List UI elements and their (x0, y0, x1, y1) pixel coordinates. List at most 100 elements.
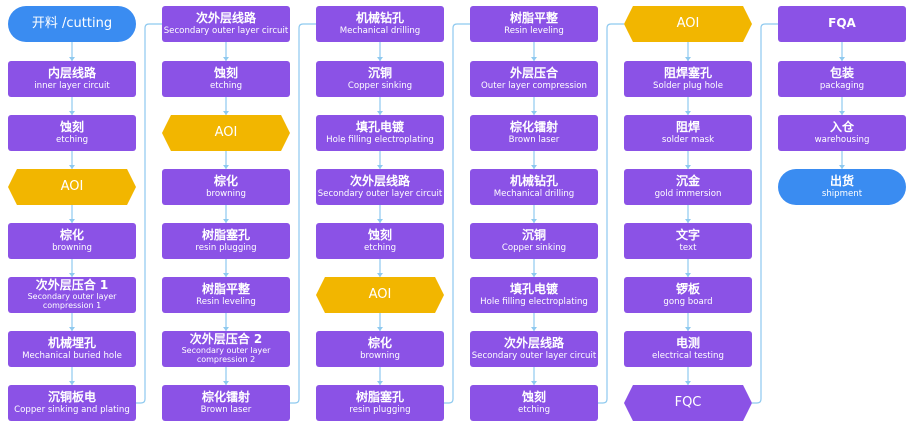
flow-arrow (377, 327, 383, 331)
step-label-zh: 机械埋孔 (47, 335, 96, 350)
flow-arrow (69, 219, 75, 223)
step-label-zh: AOI (214, 124, 238, 140)
flow-arrow (69, 165, 75, 169)
step-label-en: browning (206, 188, 246, 199)
step-label-en: browning (52, 242, 92, 253)
step-label-en: Resin leveling (196, 296, 256, 307)
step-label-en: Hole filling electroplating (326, 134, 434, 145)
step-label-en: packaging (819, 80, 865, 91)
step-label-zh: 棕化 (367, 335, 392, 350)
step-label-zh: 文字 (675, 227, 700, 242)
step-label-en: solder mask (661, 134, 715, 145)
process-step-aoi: AOI (624, 6, 752, 42)
step-label-zh: 机械钻孔 (509, 173, 558, 188)
step-label-en: Hole filling electroplating (480, 296, 588, 307)
step-label-en: warehousing (814, 134, 870, 145)
step-label-en: Mechanical drilling (493, 188, 575, 199)
flow-arrow (377, 165, 383, 169)
flow-arrow (839, 111, 845, 115)
process-step-aoi: AOI (8, 169, 136, 205)
flow-arrow (377, 219, 383, 223)
step-label-en: browning (360, 350, 400, 361)
process-step-cutting: 开料 /cutting (8, 6, 136, 42)
step-label-en: Copper sinking (347, 80, 413, 91)
step-label-zh: 蚀刻 (367, 227, 392, 242)
step-label-zh: 树脂平整 (201, 281, 250, 296)
step-label-en: Copper sinking and plating (14, 404, 130, 415)
column-connector (290, 23, 316, 404)
flow-arrow (223, 165, 229, 169)
step-label-en: Copper sinking (501, 242, 567, 253)
column-connector (444, 23, 470, 404)
step-label-zh: 树脂塞孔 (201, 227, 250, 242)
step-label-zh: 沉铜 (367, 65, 392, 80)
step-label-en: Secondary outer layer compression 1 (27, 292, 117, 311)
process-step-aoi: AOI (162, 115, 290, 151)
step-label-zh: FQA (828, 16, 856, 31)
flow-arrow (223, 327, 229, 331)
step-label-en: inner layer circuit (34, 80, 110, 91)
step-label-zh: 锣板 (675, 281, 700, 296)
step-label-zh: 出货 (829, 173, 854, 188)
step-label-zh: 棕化 (59, 227, 84, 242)
step-label-zh: 蚀刻 (521, 389, 546, 404)
step-label-en: Secondary outer layer circuit (317, 188, 443, 199)
flow-arrow (223, 219, 229, 223)
step-label-en: Mechanical buried hole (22, 350, 122, 361)
step-label-en: Outer layer compression (481, 80, 587, 91)
flow-arrow (685, 273, 691, 277)
step-label-en: Resin leveling (504, 25, 564, 36)
step-label-zh: 内层线路 (47, 65, 96, 80)
flow-arrow (531, 165, 537, 169)
step-label-zh: 树脂平整 (509, 10, 558, 25)
flow-arrow (685, 327, 691, 331)
step-label-en: resin plugging (195, 242, 257, 253)
step-label-en: Mechanical drilling (339, 25, 421, 36)
step-label-zh: 沉金 (675, 173, 700, 188)
step-label-zh: 棕化镭射 (201, 389, 250, 404)
flow-arrow (377, 111, 383, 115)
step-label-zh: 次外层线路 (503, 335, 564, 350)
flow-arrow (223, 381, 229, 385)
step-label-en: etching (209, 80, 243, 91)
step-label-zh: 树脂塞孔 (355, 389, 404, 404)
flow-arrow (839, 57, 845, 61)
flow-arrow (377, 273, 383, 277)
step-label-en: Brown laser (508, 134, 560, 145)
flow-arrow (531, 327, 537, 331)
step-label-zh: FQC (674, 394, 702, 410)
step-label-zh: 次外层压合 2 (189, 332, 263, 347)
step-label-zh: 外层压合 (509, 65, 558, 80)
flow-arrow (531, 273, 537, 277)
step-label-zh: 阻焊 (675, 119, 700, 134)
flow-arrow (223, 111, 229, 115)
flow-arrow (223, 273, 229, 277)
step-label-en: resin plugging (349, 404, 411, 415)
flow-arrow (685, 57, 691, 61)
step-label-en: shipment (821, 188, 863, 199)
flow-arrow (685, 219, 691, 223)
step-label-zh: 棕化镭射 (509, 119, 558, 134)
step-label-zh: 包装 (829, 65, 854, 80)
